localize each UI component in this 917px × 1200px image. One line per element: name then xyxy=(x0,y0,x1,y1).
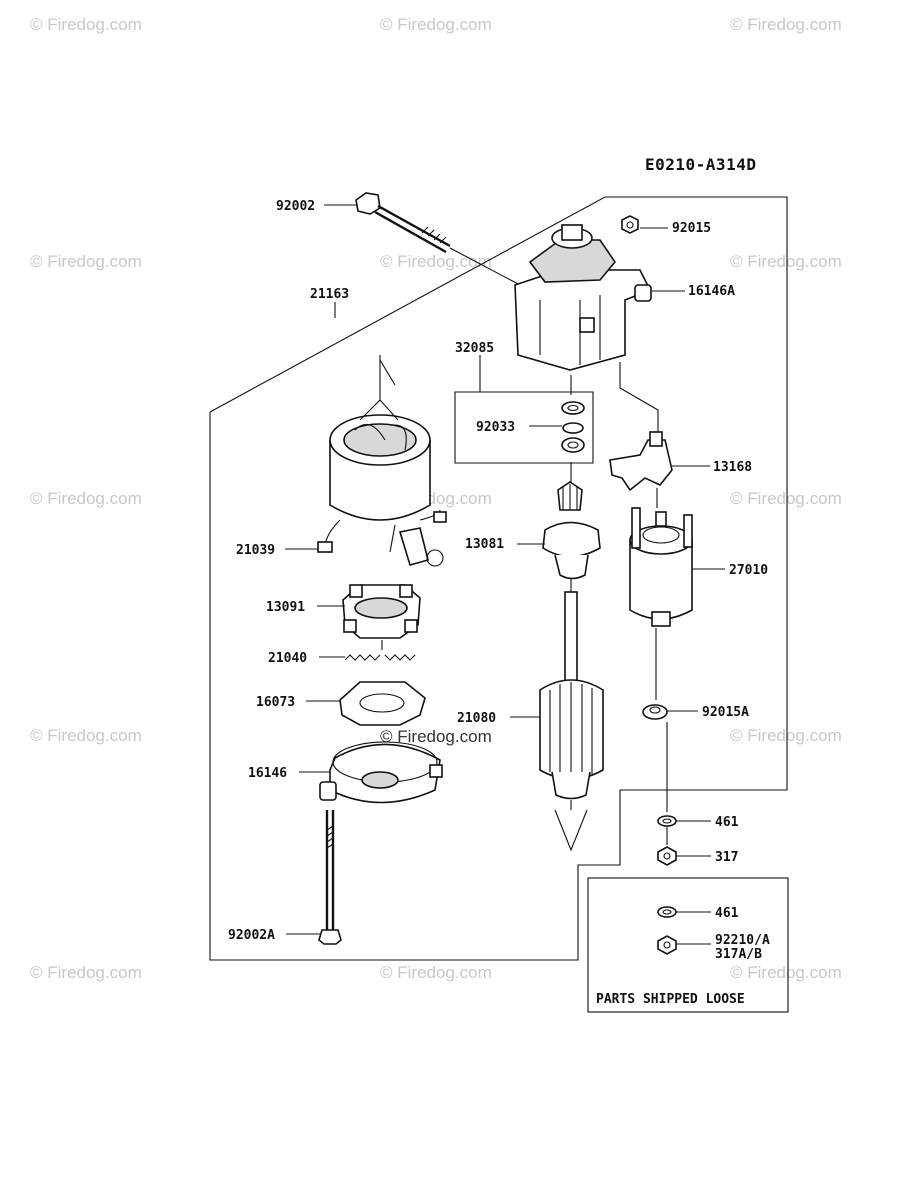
watermark: © Firedog.com xyxy=(730,963,842,982)
part-label: 32085 xyxy=(455,341,494,356)
leader-lines xyxy=(285,204,725,945)
part-label: 92015 xyxy=(672,221,711,236)
front-housing-16146A xyxy=(514,224,652,371)
part-label: 317A/B xyxy=(715,947,762,962)
part-label: 21080 xyxy=(457,711,496,726)
part-label: 16073 xyxy=(256,695,295,710)
part-label: 92015A xyxy=(702,705,749,720)
watermark: © Firedog.com xyxy=(730,252,842,271)
alignment-lines xyxy=(381,362,668,845)
pinion-13081 xyxy=(542,481,601,580)
part-labels: 92002 92015 16146A 21163 32085 92033 131… xyxy=(228,199,770,962)
washers-92033 xyxy=(561,401,585,453)
watermark: © Firedog.com xyxy=(30,726,142,745)
watermark: © Firedog.com xyxy=(380,963,492,982)
parts-shipped-loose-box: PARTS SHIPPED LOOSE xyxy=(587,877,789,1013)
part-label: 13091 xyxy=(266,600,305,615)
part-label: 92002A xyxy=(228,928,275,943)
assembly-outline xyxy=(209,196,788,961)
part-label: 21040 xyxy=(268,651,307,666)
nut-92015 xyxy=(621,215,639,234)
watermark: © Firedog.com xyxy=(380,15,492,34)
watermark: © Firedog.com xyxy=(30,15,142,34)
bolt-92002 xyxy=(355,192,521,286)
part-label: 461 xyxy=(715,906,739,921)
part-label: 16146A xyxy=(688,284,735,299)
kit-32085-bracket xyxy=(454,355,594,464)
part-label: 16146 xyxy=(248,766,287,781)
watermark: © Firedog.com xyxy=(730,726,842,745)
part-label: 92210/A xyxy=(715,933,770,948)
watermark: © Firedog.com xyxy=(30,963,142,982)
part-label: 461 xyxy=(715,815,739,830)
watermark: © Firedog.com xyxy=(30,252,142,271)
washer-461-a xyxy=(657,815,677,827)
center-watermark: © Firedog.com xyxy=(380,727,492,746)
nut-92015A xyxy=(642,704,668,720)
washer-461-b xyxy=(657,906,677,918)
shift-lever-13168 xyxy=(609,431,673,492)
part-label: 13081 xyxy=(465,537,504,552)
nut-92210A xyxy=(657,935,677,955)
rear-cover-16146 xyxy=(319,741,443,804)
solenoid-27010 xyxy=(629,507,693,627)
part-label: 13168 xyxy=(713,460,752,475)
watermark: © Firedog.com xyxy=(730,489,842,508)
diagram-code: E0210-A314D xyxy=(645,155,756,174)
part-label: 21163 xyxy=(310,287,349,302)
watermark: © Firedog.com xyxy=(730,15,842,34)
nut-317 xyxy=(657,846,677,866)
part-label: 27010 xyxy=(729,563,768,578)
part-label: 92002 xyxy=(276,199,315,214)
parts-box-label: PARTS SHIPPED LOOSE xyxy=(596,992,745,1007)
brush-plate-16073 xyxy=(339,681,426,726)
part-label: 317 xyxy=(715,850,738,865)
brush-holder-13091 xyxy=(342,584,421,639)
bolt-92002A xyxy=(318,810,342,945)
yoke-field-coil xyxy=(317,355,447,567)
watermark: © Firedog.com xyxy=(30,489,142,508)
armature-21080 xyxy=(539,591,604,852)
watermark: © Firedog.com xyxy=(380,252,492,271)
part-label: 92033 xyxy=(476,420,515,435)
part-label: 21039 xyxy=(236,543,275,558)
springs-21040 xyxy=(344,654,416,661)
watermarks: © Firedog.com © Firedog.com © Firedog.co… xyxy=(30,15,842,982)
